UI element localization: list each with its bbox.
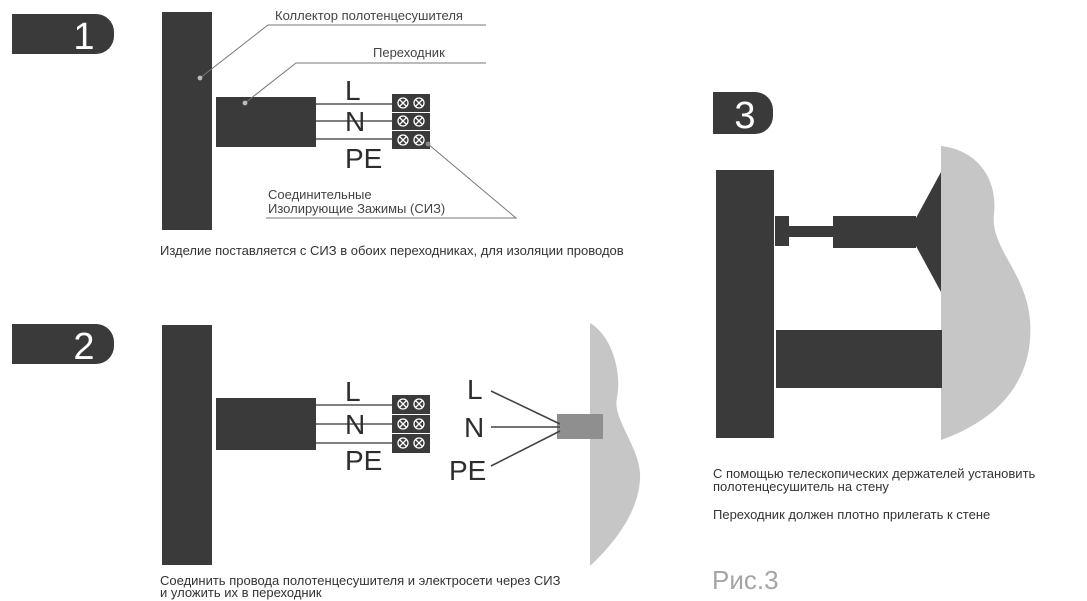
step-1-number: 1 — [73, 16, 94, 58]
panel-2-caption-line2: и уложить их в переходник — [160, 585, 322, 600]
panel-1: 1 L N PE — [12, 8, 624, 258]
step-3-number: 3 — [734, 95, 755, 137]
callout-dot-adapter — [242, 100, 248, 106]
wire-lines — [316, 404, 392, 444]
callout-dot-collector — [197, 75, 203, 81]
step-2-badge — [12, 324, 114, 364]
mains-wires — [490, 390, 561, 467]
panel-2: 2 L N PE — [12, 323, 641, 600]
callout-lines — [199, 24, 518, 219]
collector-bar — [162, 12, 212, 230]
telescopic-holder — [775, 172, 941, 292]
adapter-label: Переходник — [373, 45, 445, 60]
panel-3-caption-line3: Переходник должен плотно прилегать к сте… — [713, 507, 990, 522]
adapter-block — [216, 97, 316, 147]
wire-label-pe: PE — [345, 143, 382, 174]
collector-bar — [716, 170, 774, 438]
clamp-block — [392, 395, 430, 453]
mains-label-l: L — [467, 374, 483, 405]
collector-bar — [162, 325, 212, 565]
panel-3: 3 С помощью телескопических держателей у… — [712, 92, 1036, 595]
panel-3-caption-line1: С помощью телескопических держателей уст… — [713, 466, 1036, 481]
callout-dot-clamp — [425, 141, 431, 147]
adapter-block — [776, 330, 942, 388]
clamps-label-line1: Соединительные — [268, 187, 372, 202]
wall-surface — [590, 323, 641, 566]
step-2-number: 2 — [73, 326, 94, 368]
wire-label-l: L — [345, 75, 361, 106]
wire-label-n: N — [345, 409, 365, 440]
panel-2-caption-line1: Соединить провода полотенцесушителя и эл… — [160, 573, 561, 588]
mains-label-pe: PE — [449, 455, 486, 486]
collector-label: Коллектор полотенцесушителя — [275, 8, 463, 23]
wall-plug — [557, 414, 603, 439]
mains-label-n: N — [464, 412, 484, 443]
adapter-block — [216, 398, 316, 450]
wire-label-l: L — [345, 376, 361, 407]
wall-surface — [941, 146, 1031, 440]
figure-label: Рис.3 — [712, 565, 779, 595]
wire-lines — [316, 103, 392, 140]
wire-label-n: N — [345, 106, 365, 137]
step-3-badge — [713, 92, 773, 134]
clamps-label-line2: Изолирующие Зажимы (СИЗ) — [268, 201, 445, 216]
panel-1-caption: Изделие поставляется с СИЗ в обоих перех… — [160, 243, 624, 258]
step-1-badge — [12, 14, 114, 54]
clamp-block — [392, 94, 430, 149]
wire-label-pe: PE — [345, 445, 382, 476]
panel-3-caption-line2: полотенцесушитель на стену — [713, 479, 889, 494]
